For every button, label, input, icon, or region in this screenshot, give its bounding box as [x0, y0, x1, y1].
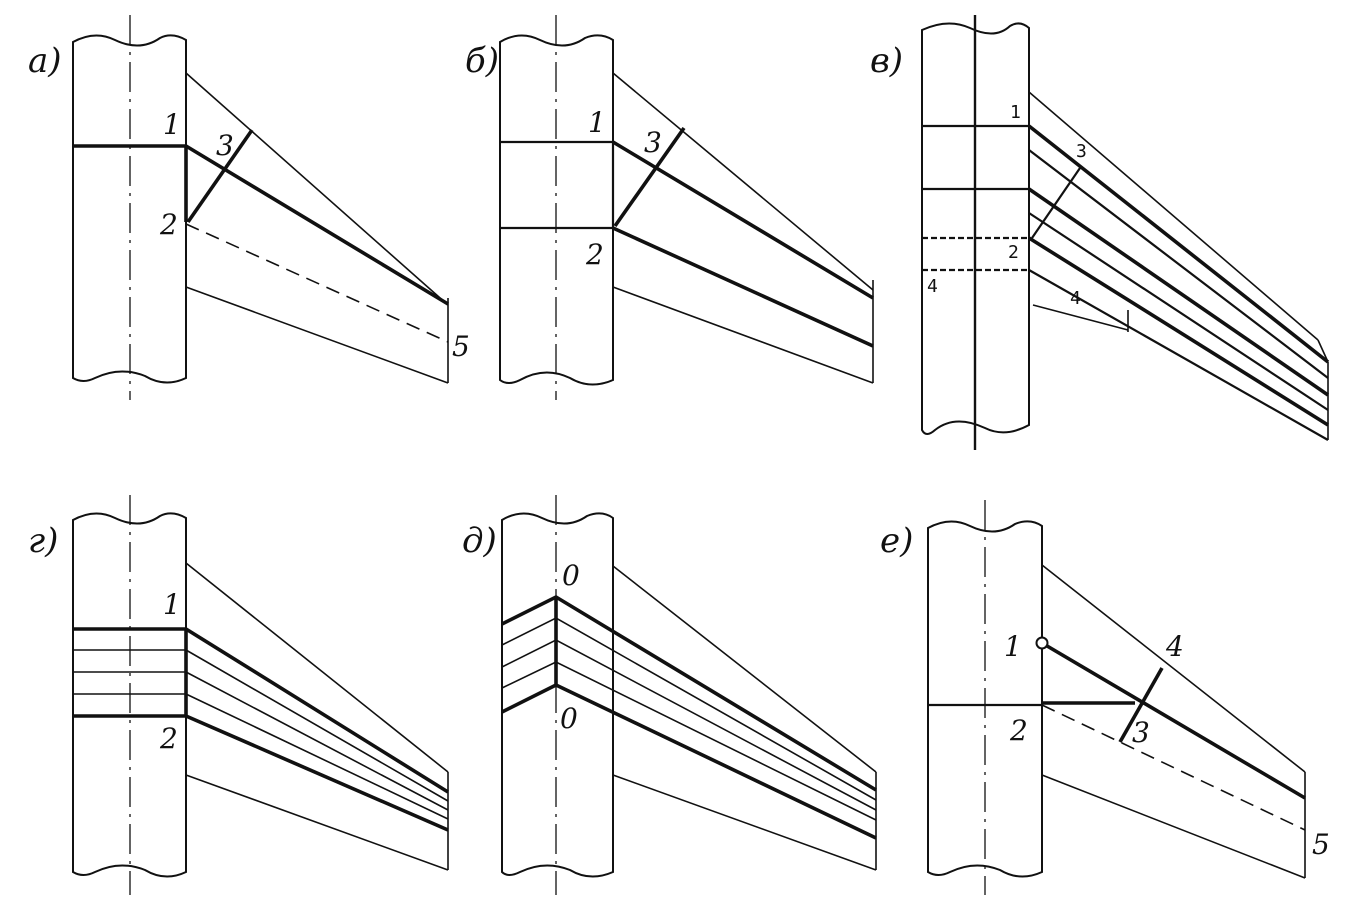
point-d-0-top: 0 — [562, 559, 580, 592]
point-g-1: 1 — [163, 588, 181, 621]
beam-g-top-edge — [185, 562, 449, 773]
seam-g-inclined-2 — [185, 649, 449, 802]
seam-e-inclined — [1041, 641, 1306, 800]
beam-b-bottom-edge — [612, 286, 874, 384]
seam-b-inclined-bottom — [612, 226, 874, 348]
seam-a-diagonal — [186, 128, 254, 224]
panel-e-label: е) — [880, 521, 913, 561]
seam-v-inclined-2 — [1028, 149, 1329, 379]
point-v-1: 1 — [1010, 102, 1021, 123]
beam-v-corner — [1317, 339, 1329, 363]
panel-b-label: б) — [465, 41, 499, 81]
point-v-4-right: 4 — [1070, 288, 1081, 309]
point-e-5: 5 — [1312, 828, 1330, 861]
point-e-1-marker — [1035, 636, 1049, 650]
panel-g: г) 1 2 — [28, 495, 449, 895]
panel-g-label: г) — [28, 521, 58, 561]
seam-v-inclined-4 — [1028, 212, 1329, 411]
panel-a: а) 1 2 3 5 — [28, 15, 470, 400]
point-e-4: 4 — [1165, 630, 1184, 663]
beam-e-bottom-edge — [1041, 774, 1306, 879]
seam-a-inclined — [185, 144, 449, 306]
seam-v-inclined-1 — [1027, 124, 1330, 364]
seam-a-dashed — [185, 223, 449, 343]
point-d-0-bottom: 0 — [560, 702, 578, 735]
seam-g-inclined-3 — [185, 671, 449, 811]
point-b-2: 2 — [585, 238, 604, 271]
seam-e-dashed — [1041, 704, 1306, 831]
point-a-3: 3 — [216, 129, 234, 162]
beam-d-bottom-edge — [612, 774, 877, 871]
point-g-2: 2 — [159, 722, 178, 755]
point-v-3: 3 — [1076, 141, 1087, 162]
seam-v-diagonal — [1031, 167, 1081, 239]
panel-d: д) 0 0 — [462, 495, 877, 895]
panel-v: в) 1 2 3 4 4 — [870, 15, 1330, 450]
beam-v-top-edge — [1028, 91, 1319, 341]
seam-v-inclined-3 — [1027, 187, 1330, 397]
beam-a-top-edge — [185, 72, 449, 306]
panel-a-label: а) — [28, 41, 62, 81]
point-e-1: 1 — [1004, 630, 1022, 663]
seam-b-inclined-top — [612, 140, 874, 300]
point-e-2: 2 — [1009, 714, 1028, 747]
point-a-2: 2 — [159, 208, 178, 241]
point-b-3: 3 — [644, 126, 662, 159]
seam-v-inclined-5 — [1028, 236, 1329, 427]
beam-b-top-edge — [612, 72, 874, 291]
seam-v-lower-plate — [1032, 304, 1129, 331]
column-d — [501, 512, 614, 878]
point-e-3: 3 — [1132, 716, 1150, 749]
beam-g-bottom-edge — [185, 774, 449, 871]
seam-b-diagonal — [613, 126, 686, 228]
beam-e-top-edge — [1041, 564, 1306, 773]
seam-g-inclined-4 — [185, 693, 449, 820]
panel-e: е) 1 2 3 4 5 — [880, 500, 1330, 895]
beam-a-bottom-edge — [185, 286, 449, 384]
seam-e-diagonal — [1118, 667, 1164, 743]
seam-v-inclined-6 — [1028, 269, 1329, 441]
point-v-2: 2 — [1008, 242, 1019, 263]
beam-d-top-edge — [612, 565, 877, 773]
seam-g-inclined-1 — [185, 627, 449, 794]
panel-b: б) 1 2 3 — [465, 15, 874, 400]
point-b-1: 1 — [588, 106, 606, 139]
point-a-5: 5 — [452, 330, 470, 363]
point-v-4-left: 4 — [927, 276, 938, 297]
panel-v-label: в) — [870, 41, 903, 81]
seam-g-inclined-5 — [185, 714, 449, 832]
panel-d-label: д) — [462, 521, 497, 561]
point-a-1: 1 — [163, 108, 181, 141]
